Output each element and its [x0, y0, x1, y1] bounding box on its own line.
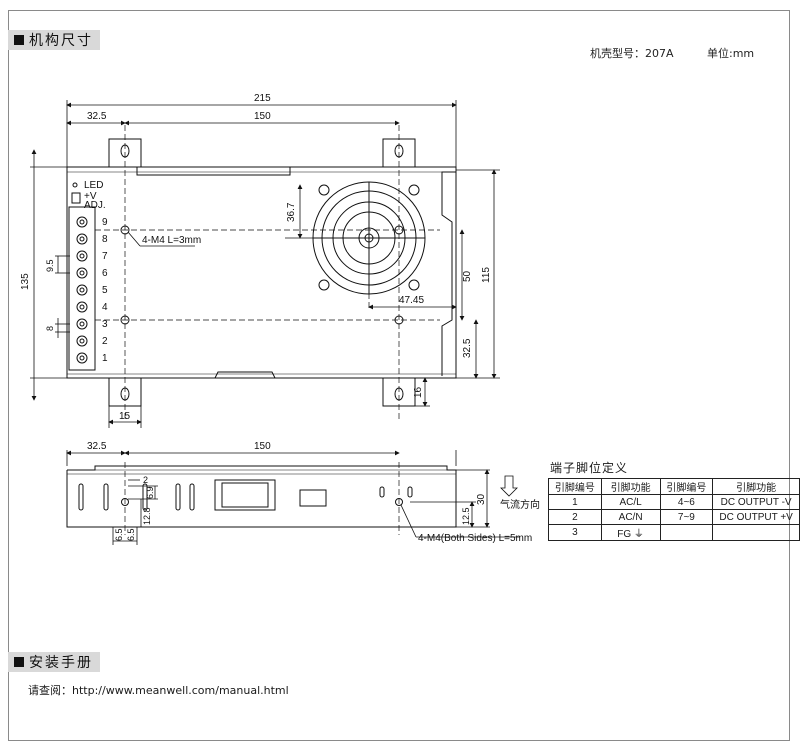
- pin-label: 2: [102, 336, 108, 347]
- square-bullet-icon: [14, 35, 24, 45]
- section-header-install: 安装手册: [8, 652, 100, 672]
- square-bullet-icon: [14, 657, 24, 667]
- dim-left-offset: 32.5: [87, 111, 107, 122]
- case-model-label: 机壳型号：207A: [590, 47, 674, 60]
- dim-side-2: 2: [143, 475, 148, 485]
- section-title: 安装手册: [29, 655, 93, 671]
- table-row: 3 FG ⏚: [548, 524, 800, 541]
- manual-link[interactable]: 请查阅：http://www.meanwell.com/manual.html: [28, 684, 289, 697]
- dim-overall-height: 135: [20, 273, 31, 290]
- dim-height-115: 115: [481, 267, 492, 283]
- dim-side-left-offset: 32.5: [87, 441, 107, 452]
- section-header-dimensions: 机构尺寸: [8, 30, 100, 50]
- pin-table-title: 端子脚位定义: [550, 461, 629, 475]
- dim-bracket-width: 15: [119, 411, 131, 422]
- pin-header-no-2: 引脚编号: [659, 478, 714, 495]
- pin-label: 9: [102, 217, 108, 228]
- dim-fan-hole: 50: [462, 270, 473, 282]
- dim-side-height: 30: [476, 493, 487, 505]
- terminal-screws: [76, 216, 88, 364]
- pin-label: 4: [102, 302, 108, 313]
- pin-table: 引脚编号 引脚功能 引脚编号 引脚功能 1 AC/L 4~6 DC OUTPUT…: [548, 478, 800, 541]
- section-title: 机构尺寸: [29, 33, 93, 49]
- dim-fan-center: 47.45: [399, 295, 424, 306]
- ac-inlet: [214, 479, 276, 511]
- side-mount-label: 4-M4(Both Sides) L=5mm: [418, 533, 532, 544]
- side-window: [299, 489, 327, 507]
- pin-label: 8: [102, 234, 108, 245]
- led-label: LED: [84, 180, 103, 191]
- mount-hole-label: 4-M4 L=3mm: [142, 235, 201, 246]
- dim-side-6-5-b: 6.5: [126, 528, 136, 541]
- pin-label: 3: [102, 319, 108, 330]
- pin-label: 5: [102, 285, 108, 296]
- airflow-label: 气流方向: [500, 498, 540, 511]
- pin-header-no-1: 引脚编号: [548, 478, 602, 495]
- dim-side-6-5-a: 6.5: [114, 528, 124, 541]
- plus-v-label: +V: [84, 191, 97, 202]
- table-row: 1 AC/L 4~6 DC OUTPUT -V: [548, 494, 800, 510]
- top-view: [66, 125, 457, 420]
- dim-overall-width: 215: [254, 93, 271, 104]
- side-view: [66, 462, 457, 535]
- dim-side-6-9: 6.9: [145, 486, 155, 499]
- dim-fan-offset: 36.7: [286, 202, 297, 222]
- pin-label: 6: [102, 268, 108, 279]
- dim-pin-pitch: 9.5: [45, 259, 55, 272]
- dim-bottom-offset: 32.5: [462, 338, 473, 358]
- dim-bracket-height: 16: [413, 386, 424, 398]
- table-row: 2 AC/N 7~9 DC OUTPUT +V: [548, 509, 800, 525]
- dim-side-hole-spacing: 150: [254, 441, 271, 452]
- case-outline: [66, 166, 457, 379]
- pin-header-func-2: 引脚功能: [712, 478, 800, 495]
- pin-header-func-1: 引脚功能: [600, 478, 661, 495]
- terminal-block: [68, 182, 96, 371]
- dim-hole-spacing: 150: [254, 111, 271, 122]
- unit-label: 单位:mm: [707, 47, 755, 60]
- airflow-arrow-icon: [500, 475, 518, 497]
- pin-label: 7: [102, 251, 108, 262]
- dim-pin-gap: 8: [45, 326, 55, 331]
- dim-side-12-5: 12.5: [461, 507, 471, 525]
- pin-label: 1: [102, 353, 108, 364]
- adj-label: ADJ.: [84, 200, 106, 211]
- page-frame: [8, 10, 790, 741]
- dim-side-12-8: 12.8: [142, 507, 152, 525]
